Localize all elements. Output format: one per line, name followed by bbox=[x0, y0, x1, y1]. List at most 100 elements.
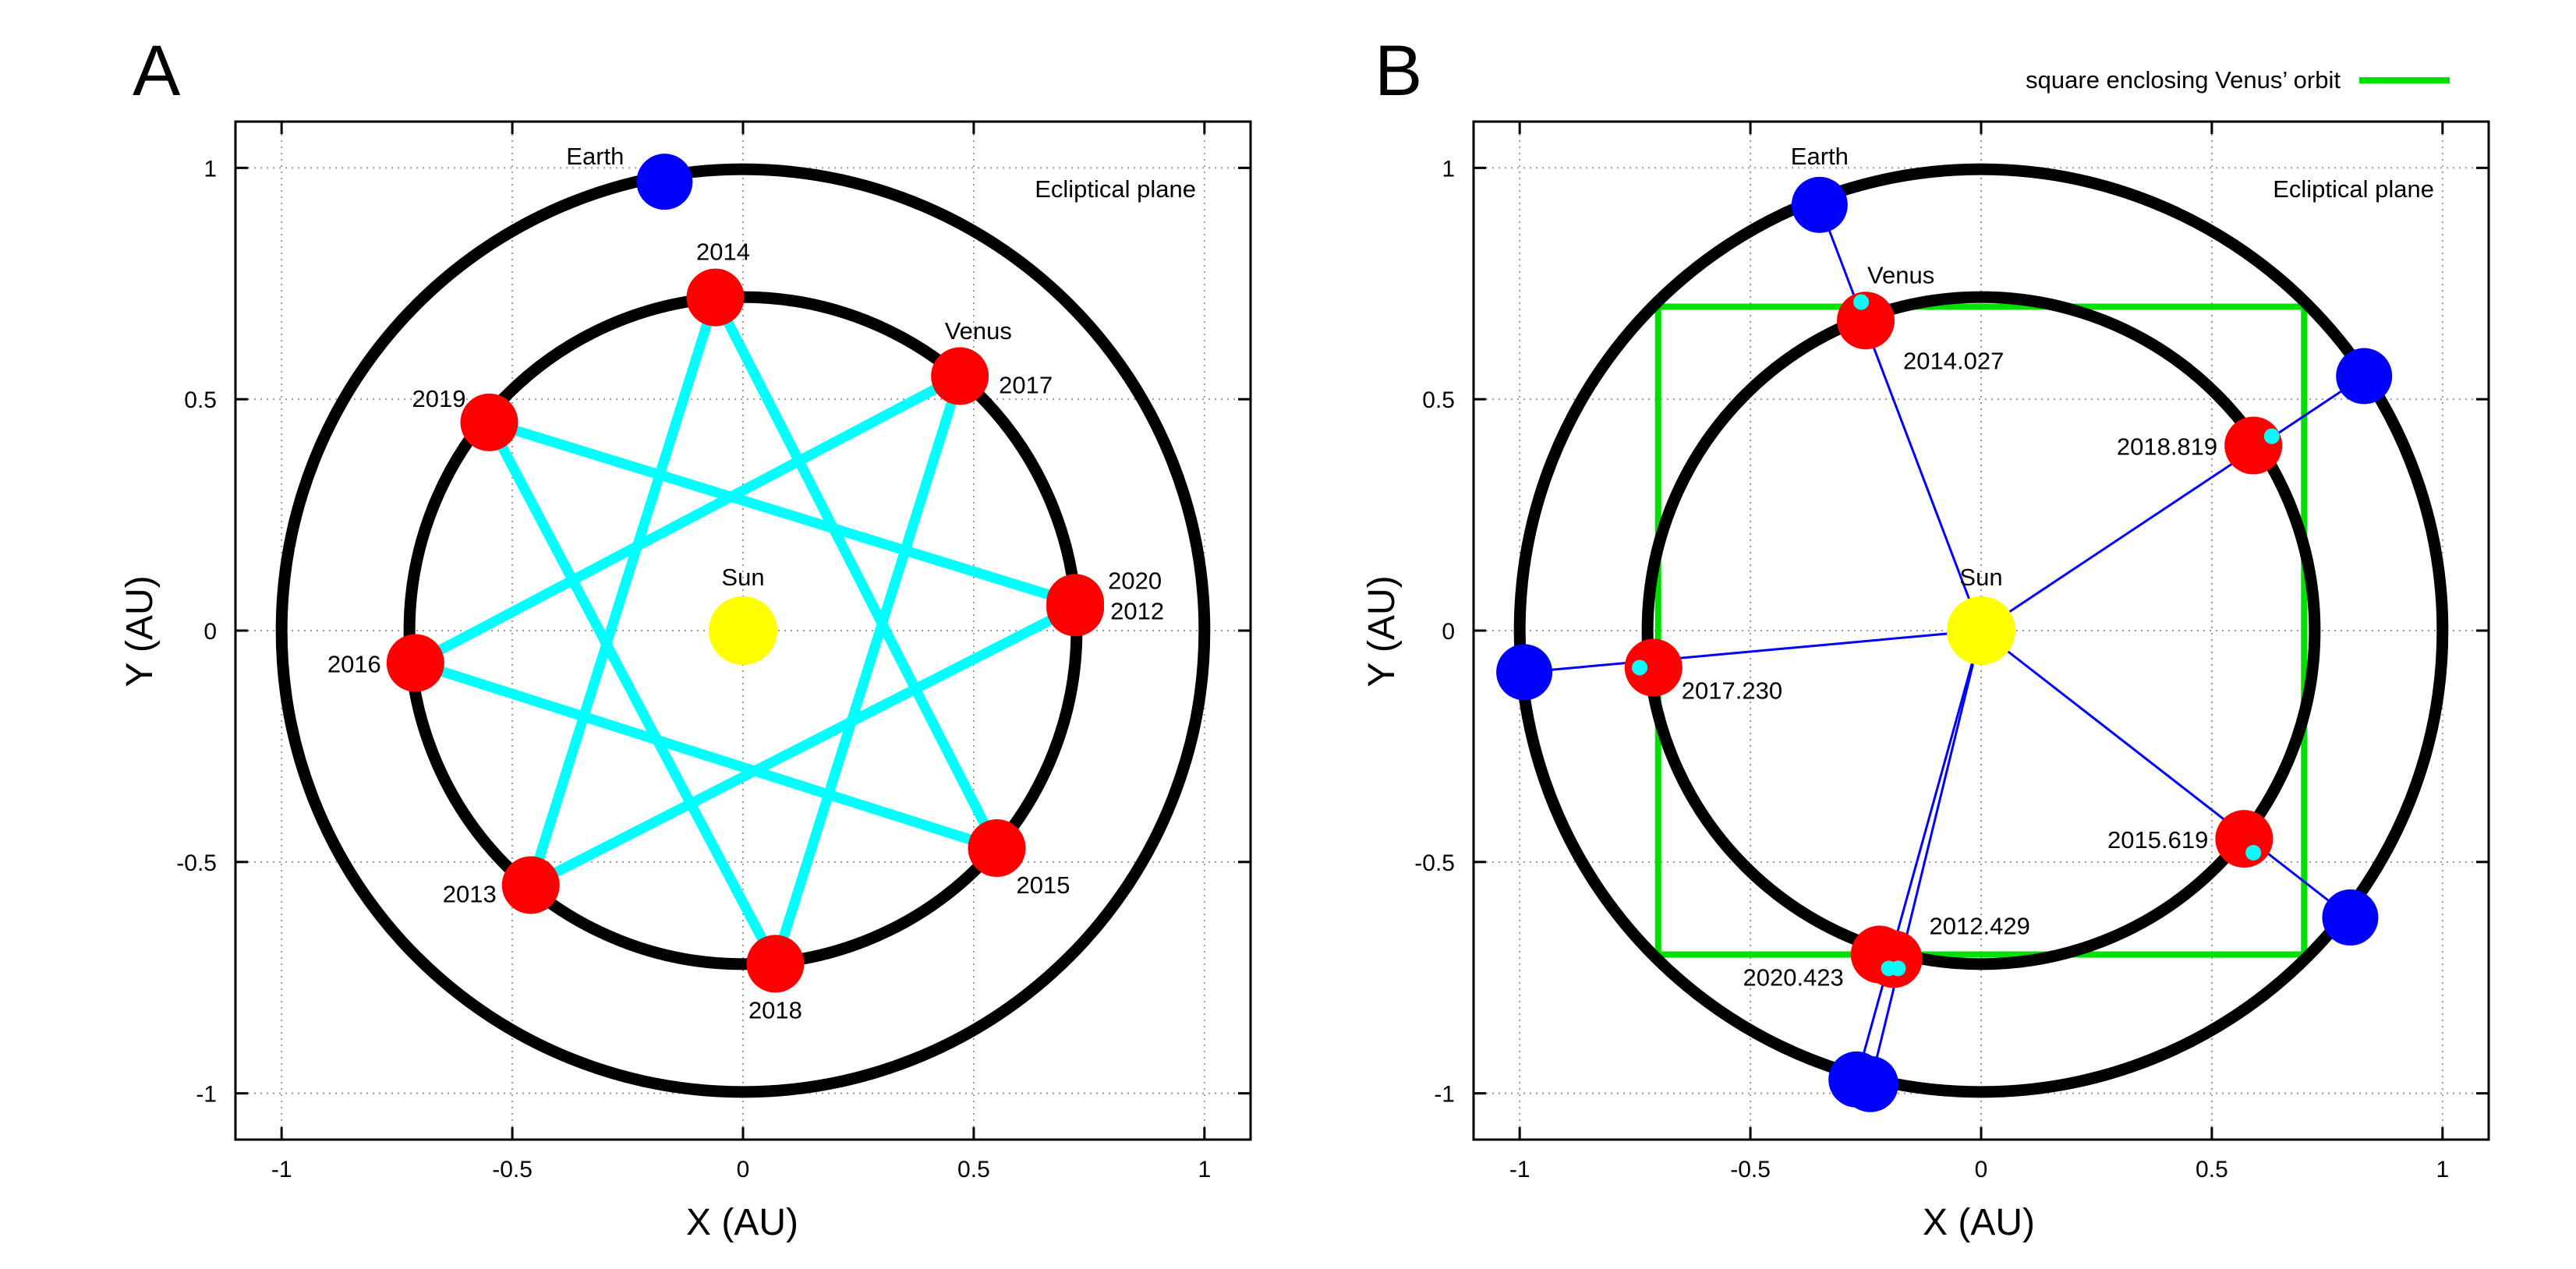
venus-marker-2018.819 bbox=[2224, 416, 2283, 475]
venus-label-2018: 2018 bbox=[748, 996, 802, 1023]
conjunction-line-2018.819 bbox=[1980, 375, 2365, 632]
venus-enclosing-square bbox=[1654, 303, 2308, 958]
venus-orbit-label: Venus bbox=[945, 317, 1012, 345]
panel-a-ecliptic-label: Ecliptical plane bbox=[1035, 175, 1196, 203]
sun-marker bbox=[1947, 596, 2015, 665]
transit-dot-2014.027 bbox=[1853, 294, 1870, 310]
conjunction-label-2014.027: 2014.027 bbox=[1903, 347, 2004, 374]
venus-marker-2020 bbox=[1046, 574, 1105, 632]
transit-dot-2018.819 bbox=[2263, 428, 2280, 444]
panel-a-ytick-label-2: 0 bbox=[203, 619, 217, 645]
panel-b-xtick-label-4: 1 bbox=[2436, 1157, 2449, 1182]
panel-b-square bbox=[1654, 303, 2308, 958]
star-line-2013-2014 bbox=[525, 292, 720, 890]
legend-label: square enclosing Venus’ orbit bbox=[2026, 66, 2341, 94]
panel-b-ytick-label-4: 1 bbox=[1442, 156, 1455, 182]
venus-marker-2016 bbox=[386, 634, 444, 692]
conjunction-line-2012.429 bbox=[1869, 630, 1983, 1085]
panel-a-ytick-label-0: -1 bbox=[196, 1082, 217, 1108]
earth-marker-2015.619 bbox=[2322, 889, 2379, 946]
panel-b-legend: square enclosing Venus’ orbit bbox=[2026, 66, 2450, 94]
venus-marker-2018 bbox=[746, 935, 805, 993]
conjunction-line-2015.619 bbox=[1980, 629, 2351, 919]
star-line-2012-2013 bbox=[525, 602, 1081, 890]
conjunction-label-2012.429: 2012.429 bbox=[1930, 912, 2030, 939]
earth-marker-2018.819 bbox=[2336, 348, 2393, 405]
star-line-2015-2016 bbox=[410, 658, 1002, 854]
transit-dot-2015.619 bbox=[2245, 844, 2262, 861]
panel-a-xtick-label-1: -0.5 bbox=[492, 1157, 533, 1182]
conjunction-line-2017.230 bbox=[1523, 629, 1982, 673]
venus-label-2013: 2013 bbox=[443, 881, 497, 908]
transit-dot-2020.423 bbox=[1881, 960, 1897, 977]
star-line-2019-2020 bbox=[484, 417, 1081, 608]
sun-label: Sun bbox=[1959, 564, 2002, 591]
venus-marker-2014 bbox=[686, 268, 745, 327]
panel-b-y-axis-title: Y (AU) bbox=[1361, 575, 1403, 687]
venus-label: Venus bbox=[1867, 261, 1934, 288]
panel-a-ytick-label-3: 0.5 bbox=[184, 387, 217, 413]
venus-label-2016: 2016 bbox=[327, 651, 381, 678]
panel-b-xtick-label-2: 0 bbox=[1975, 1157, 1988, 1182]
transit-dot-2017.230 bbox=[1632, 659, 1648, 676]
earth-label: Earth bbox=[1791, 143, 1849, 170]
panel-a-bodies bbox=[386, 154, 1105, 993]
panel-b-xtick-label-3: 0.5 bbox=[2196, 1157, 2228, 1182]
sun-marker bbox=[709, 596, 777, 665]
panel-a-labels: 201220132014201520162017201820192020SunE… bbox=[327, 143, 1164, 1023]
venus-marker-2013 bbox=[501, 856, 560, 914]
panel-a-orbit-earth bbox=[275, 163, 1211, 1098]
panel-a-x-axis-title: X (AU) bbox=[686, 1202, 798, 1243]
panel-b-conjunction-lines bbox=[1523, 204, 2365, 1085]
panel-b-orbits bbox=[1513, 163, 2449, 1098]
conjunction-label-2018.819: 2018.819 bbox=[2117, 433, 2217, 461]
venus-label-2017: 2017 bbox=[999, 372, 1053, 399]
venus-marker-2014.027 bbox=[1837, 292, 1895, 350]
panel-b-x-axis-title: X (AU) bbox=[1923, 1202, 2035, 1243]
panel-a-star-lines bbox=[410, 292, 1081, 969]
panel-a-letter: A bbox=[133, 31, 181, 111]
panel-a: 201220132014201520162017201820192020SunE… bbox=[119, 31, 1252, 1243]
conjunction-label-2015.619: 2015.619 bbox=[2107, 826, 2208, 854]
star-line-2017-2018 bbox=[770, 371, 965, 969]
panel-b-ytick-label-1: -0.5 bbox=[1414, 850, 1455, 876]
earth-marker-2017.230 bbox=[1496, 644, 1553, 701]
sun-label: Sun bbox=[721, 564, 764, 591]
conjunction-line-2020.423 bbox=[1855, 630, 1983, 1080]
star-line-2014-2015 bbox=[709, 292, 1002, 854]
panel-b-ytick-label-0: -1 bbox=[1434, 1082, 1455, 1108]
venus-label-2015: 2015 bbox=[1017, 871, 1070, 899]
panel-b-axes: -1 -0.5 0 0.5 1 -1 -0.5 0 0.5 1 bbox=[1414, 120, 2490, 1182]
panel-b-ytick-label-3: 0.5 bbox=[1422, 387, 1455, 413]
venus-marker-2017.230 bbox=[1624, 638, 1683, 697]
conjunction-line-2014.027 bbox=[1818, 204, 1983, 631]
conjunction-label-2017.230: 2017.230 bbox=[1682, 677, 1782, 704]
panel-b-xtick-label-0: -1 bbox=[1509, 1157, 1530, 1182]
venus-label-2020: 2020 bbox=[1108, 567, 1162, 594]
venus-label-2014: 2014 bbox=[696, 239, 750, 266]
panel-b-orbit-venus bbox=[1641, 291, 2321, 970]
earth-marker-2020.423 bbox=[1828, 1051, 1885, 1108]
panel-b-letter: B bbox=[1375, 31, 1422, 111]
star-line-2018-2019 bbox=[484, 417, 780, 969]
panel-b-orbit-earth bbox=[1513, 163, 2449, 1098]
panel-b-bodies bbox=[1496, 176, 2393, 1112]
venus-marker-2015 bbox=[968, 819, 1026, 878]
panel-b-labels: 2014.027 2018.819 2017.230 2015.619 2012.429… bbox=[1682, 143, 2217, 992]
panel-a-xtick-label-4: 1 bbox=[1198, 1157, 1211, 1182]
panel-a-y-axis-title: Y (AU) bbox=[119, 575, 161, 687]
panel-b-ecliptic-label: Ecliptical plane bbox=[2273, 175, 2434, 203]
panel-a-xtick-label-2: 0 bbox=[737, 1157, 750, 1182]
venus-label-2012: 2012 bbox=[1110, 597, 1164, 624]
earth-label: Earth bbox=[566, 143, 624, 170]
venus-marker-2015.619 bbox=[2215, 810, 2273, 868]
panel-a-xtick-label-0: -1 bbox=[271, 1157, 292, 1182]
panel-b-xtick-label-1: -0.5 bbox=[1730, 1157, 1771, 1182]
panel-a-xtick-label-3: 0.5 bbox=[957, 1157, 990, 1182]
panel-a-ytick-label-4: 1 bbox=[203, 156, 217, 182]
panel-b: 2014.027 2018.819 2017.230 2015.619 2012.429… bbox=[1361, 31, 2490, 1243]
earth-marker-2014.027 bbox=[1791, 176, 1848, 233]
panel-b-ytick-label-2: 0 bbox=[1442, 619, 1455, 645]
